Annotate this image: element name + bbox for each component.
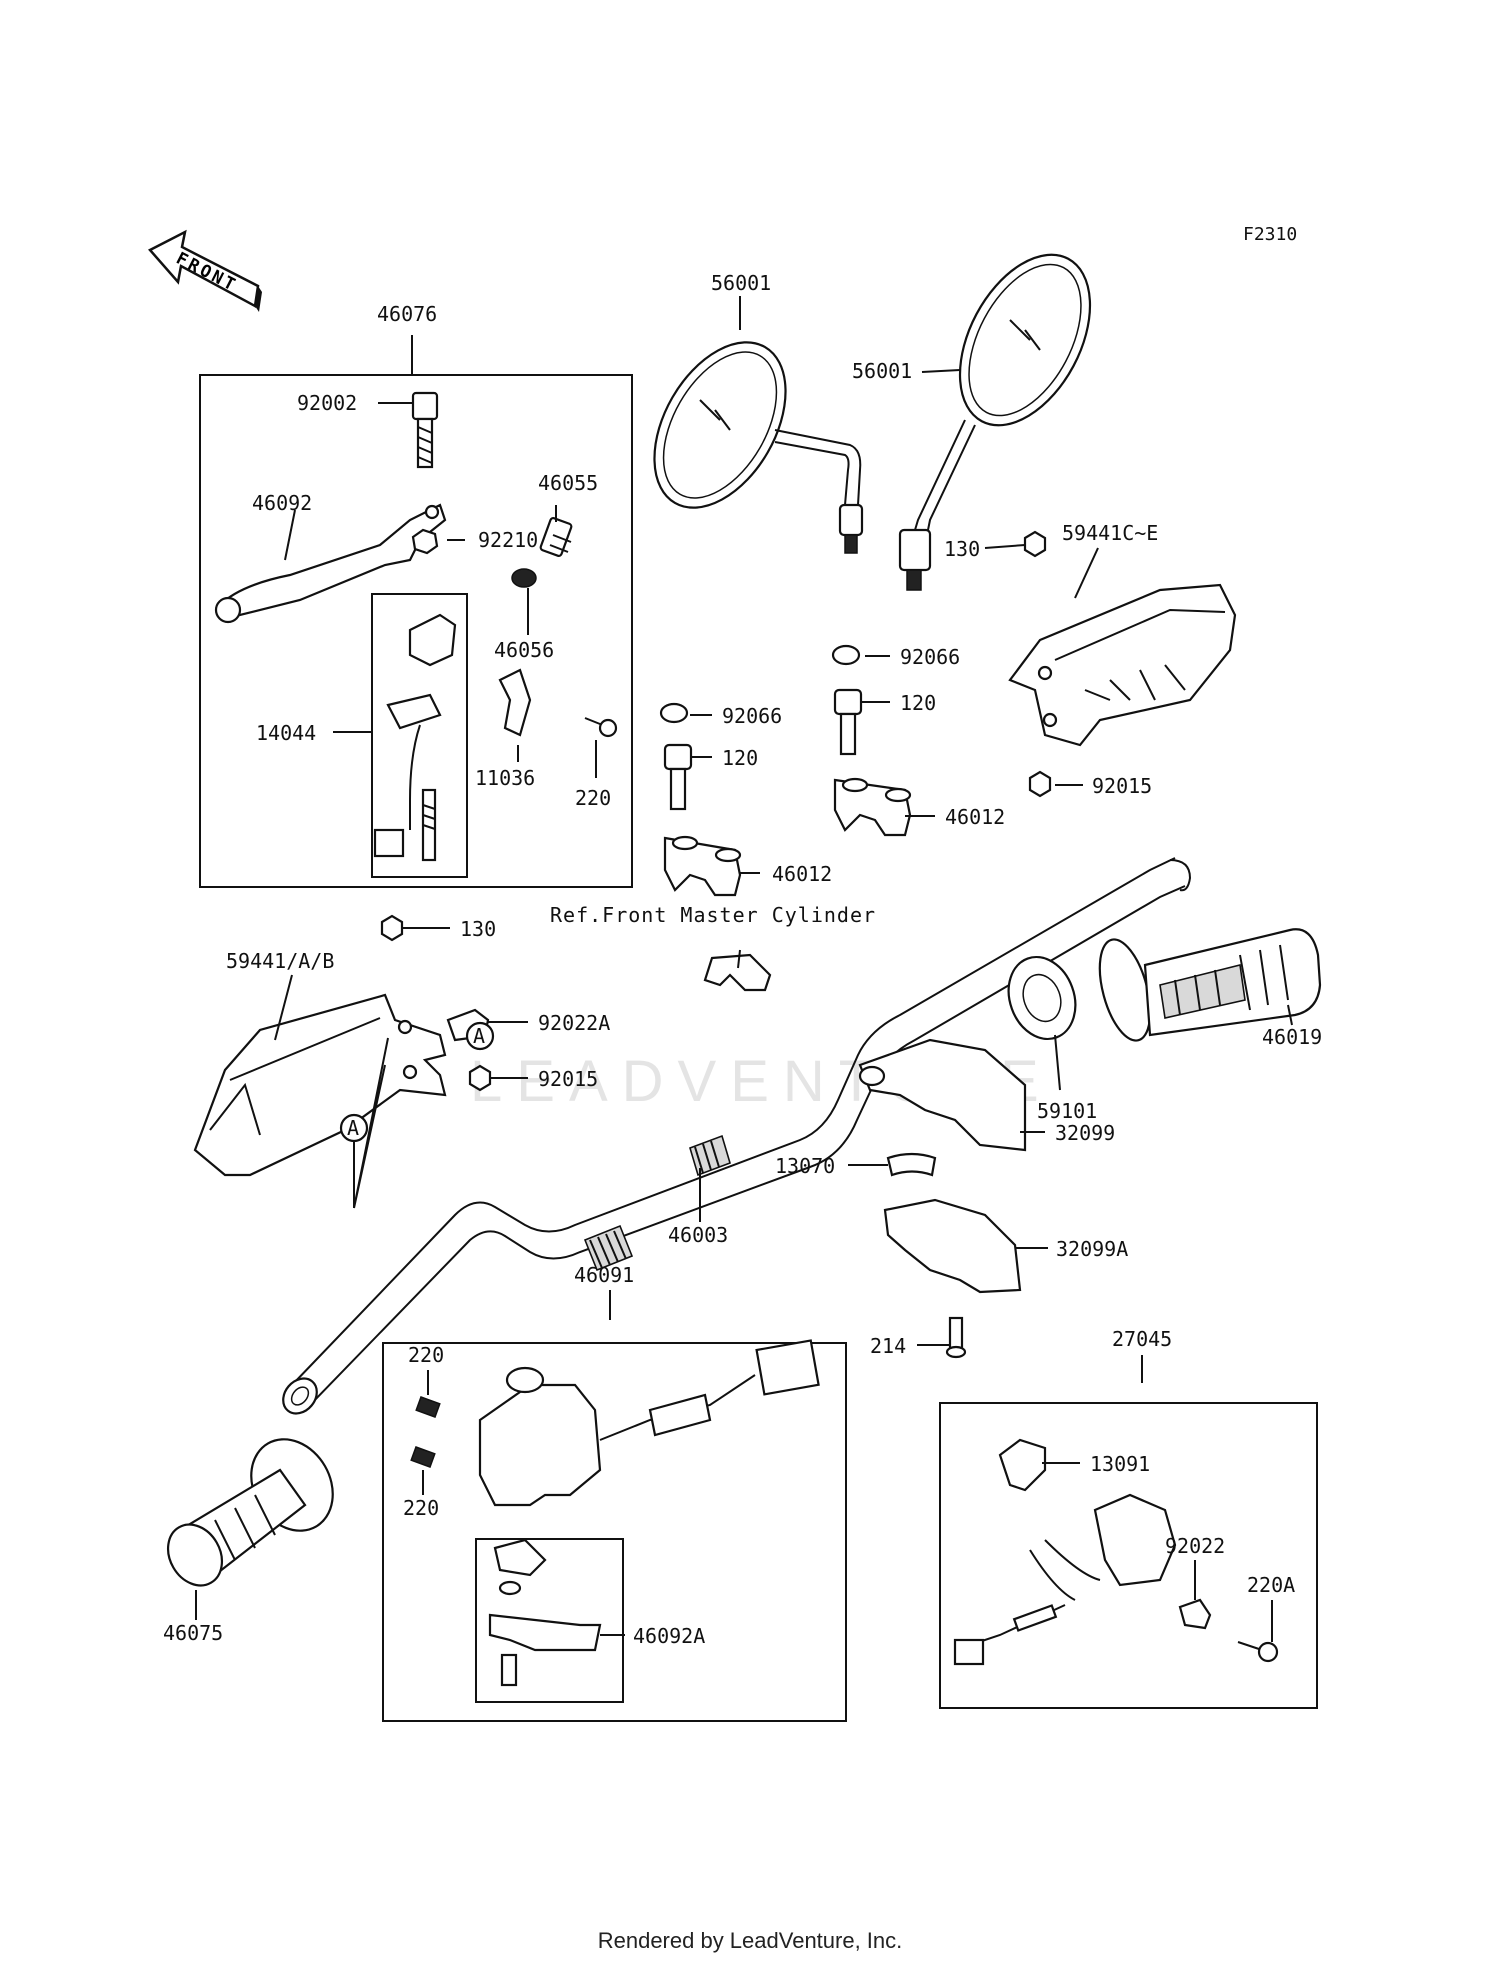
- callout-46055: 46055: [538, 471, 598, 495]
- clutch-lever-assembly-box: [199, 374, 633, 888]
- callout-14044: 14044: [256, 721, 316, 745]
- callout-46019: 46019: [1262, 1025, 1322, 1049]
- callout-56001-right: 56001: [852, 359, 912, 383]
- callout-46056: 46056: [494, 638, 554, 662]
- callout-220A: 220A: [1247, 1573, 1295, 1597]
- callout-46076: 46076: [377, 302, 437, 326]
- callout-11036: 11036: [475, 766, 535, 790]
- callout-46092: 46092: [252, 491, 312, 515]
- reference-mark-a-1: [465, 1021, 495, 1051]
- throttle-housing-32099-hole: [858, 1065, 886, 1087]
- screw-220A: [1237, 1641, 1279, 1663]
- callout-92066-right: 92066: [900, 645, 960, 669]
- callout-92002: 92002: [297, 391, 357, 415]
- kill-switch-27045: [953, 1438, 1177, 1666]
- lever-subassembly-box: [475, 1538, 624, 1703]
- locknut-46056: [511, 568, 537, 588]
- handlebar-clamp-46012-left: [663, 835, 742, 897]
- callout-13091: 13091: [1090, 1452, 1150, 1476]
- handlebar-switch-box: [382, 1342, 847, 1722]
- nut-92015-left: [468, 1064, 492, 1092]
- lever-subassembly-46092A: [488, 1538, 602, 1687]
- hand-guard-right: [1008, 583, 1237, 747]
- callout-46075: 46075: [163, 1621, 223, 1645]
- screw-220-bottom: [410, 1446, 436, 1468]
- handlebar-clamp-46012-right: [833, 777, 912, 837]
- front-arrow-label: FRONT: [173, 249, 241, 297]
- nut-92210: [411, 528, 439, 555]
- callout-59441C-E: 59441C~E: [1062, 521, 1158, 545]
- clip-92022: [1178, 1598, 1212, 1630]
- callout-214: 214: [870, 1334, 906, 1358]
- bolt-92002: [411, 391, 439, 469]
- callout-46012-left: 46012: [772, 862, 832, 886]
- bolt-130-right: [1023, 530, 1047, 558]
- nut-92015-right: [1028, 770, 1052, 798]
- reference-note: Ref.Front Master Cylinder: [550, 903, 876, 927]
- figure-code: F2310: [1243, 224, 1297, 245]
- throttle-grip-46019: [1098, 928, 1322, 1042]
- callout-59101: 59101: [1037, 1099, 1097, 1123]
- callout-46092A: 46092A: [633, 1624, 705, 1648]
- callout-46091: 46091: [574, 1263, 634, 1287]
- reference-mark-a-2-label: A: [347, 1116, 359, 1140]
- callout-13070: 13070: [775, 1154, 835, 1178]
- callout-120-right: 120: [900, 691, 936, 715]
- front-direction-arrow: FRONT: [148, 229, 262, 312]
- callout-59441-A-B: 59441/A/B: [226, 949, 334, 973]
- kill-switch-box: [939, 1402, 1318, 1709]
- grip-46075: [166, 1438, 334, 1587]
- clutch-lever: [214, 503, 447, 624]
- handlebar-switch-46091: [478, 1339, 820, 1507]
- callout-92022: 92022: [1165, 1534, 1225, 1558]
- washer-92066-right: [831, 644, 861, 666]
- callout-32099: 32099: [1055, 1121, 1115, 1145]
- callout-220-lever: 220: [575, 786, 611, 810]
- bolt-130-left: [380, 914, 404, 942]
- throttle-collar-13070: [886, 1152, 937, 1177]
- callout-220-bottom: 220: [403, 1496, 439, 1520]
- clutch-switch-14044: [373, 613, 457, 862]
- screw-220-top: [415, 1396, 441, 1418]
- throttle-pulley-59101: [1007, 955, 1077, 1041]
- callout-92066-left: 92066: [722, 704, 782, 728]
- reference-mark-a-1-label: A: [473, 1024, 485, 1048]
- callout-220-top: 220: [408, 1343, 444, 1367]
- callout-46012-right: 46012: [945, 805, 1005, 829]
- callout-120-left: 120: [722, 746, 758, 770]
- bolt-120-right: [833, 688, 863, 756]
- master-cylinder-clamp: [703, 953, 772, 992]
- switch-assembly-inner-box: [371, 593, 468, 878]
- leader-lines: [195, 296, 1293, 1642]
- cable-adjuster-46055: [539, 517, 573, 557]
- bolt-120-left: [663, 743, 693, 811]
- callout-27045: 27045: [1112, 1327, 1172, 1351]
- washer-92066-left: [659, 702, 689, 724]
- callout-92022A: 92022A: [538, 1011, 610, 1035]
- callout-56001-left: 56001: [711, 271, 771, 295]
- callout-92210: 92210: [478, 528, 538, 552]
- footer-credit: Rendered by LeadVenture, Inc.: [597, 1928, 903, 1953]
- callout-130-left: 130: [460, 917, 496, 941]
- callout-130-right: 130: [944, 537, 980, 561]
- handlebar-tube: [282, 857, 1192, 1415]
- callout-92015-left: 92015: [538, 1067, 598, 1091]
- mirror-right: [898, 253, 1092, 591]
- callout-46003: 46003: [668, 1223, 728, 1247]
- mirror-left: [653, 341, 864, 554]
- bracket-11036: [498, 668, 532, 737]
- screw-220-lever: [584, 717, 618, 738]
- callout-92015-right: 92015: [1092, 774, 1152, 798]
- throttle-housing-32099A: [883, 1198, 1022, 1294]
- hand-guard-left: [193, 993, 447, 1177]
- screw-214: [945, 1316, 967, 1359]
- throttle-housing-32099: [858, 1038, 1027, 1152]
- callout-32099A: 32099A: [1056, 1237, 1128, 1261]
